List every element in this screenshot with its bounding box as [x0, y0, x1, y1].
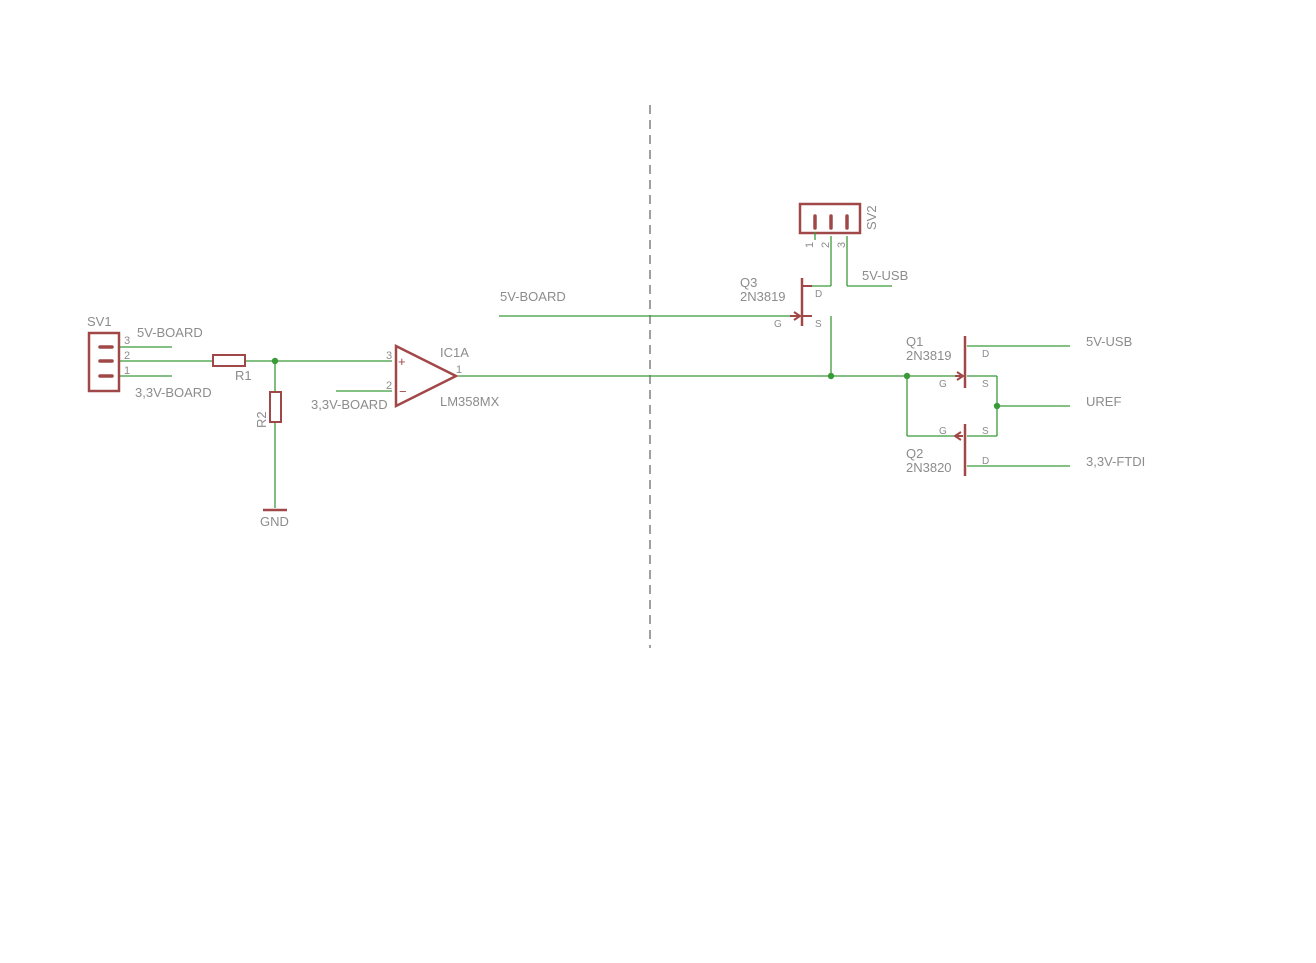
sv1-net-bottom: 3,3V-BOARD	[135, 385, 212, 400]
q1-net-d: 5V-USB	[1086, 334, 1132, 349]
q2-value: 2N3820	[906, 460, 952, 475]
sv2-net: 5V-USB	[862, 268, 908, 283]
jfet-q1	[955, 336, 967, 388]
junction-uref	[993, 402, 1001, 410]
jfet-q2	[953, 424, 967, 476]
q3-pin-g: G	[774, 319, 782, 330]
uref-label: UREF	[1086, 394, 1121, 409]
resistor-r2	[269, 391, 282, 423]
sv2-pin-2: 2	[820, 242, 832, 248]
q3-value: 2N3819	[740, 289, 786, 304]
ic1a-plus-sign: +	[398, 354, 406, 369]
sv1-pin-2: 2	[124, 350, 130, 362]
resistor-r1	[212, 354, 246, 367]
junctions	[271, 357, 1001, 410]
ic1a-value: LM358MX	[440, 394, 500, 409]
ic1a-pin-out: 1	[456, 364, 462, 376]
q2-pin-s: S	[982, 426, 989, 437]
q3-name: Q3	[740, 275, 757, 290]
junction-q3-source	[827, 372, 835, 380]
ic1a-minus-sign: −	[399, 384, 407, 399]
q2-name: Q2	[906, 446, 923, 461]
connector-sv1	[87, 331, 121, 393]
q2-pin-d: D	[982, 456, 989, 467]
q1-pin-s: S	[982, 379, 989, 390]
ic1a-pin-plus: 3	[386, 350, 392, 362]
r2-name: R2	[254, 411, 269, 428]
junction-r1-r2	[271, 357, 279, 365]
q3-pin-s: S	[815, 319, 822, 330]
connector-sv2	[798, 202, 862, 235]
gnd-label: GND	[260, 514, 289, 529]
q1-name: Q1	[906, 334, 923, 349]
sv2-pin-1: 1	[804, 242, 816, 248]
ic1a-pin-minus: 2	[386, 380, 392, 392]
q3-pin-d: D	[815, 289, 822, 300]
q1-pin-g: G	[939, 379, 947, 390]
sv1-pin-1: 1	[124, 365, 130, 377]
sv1-name: SV1	[87, 314, 112, 329]
r1-name: R1	[235, 368, 252, 383]
opamp-ic1a	[394, 343, 459, 409]
sv1-net-top: 5V-BOARD	[137, 325, 203, 340]
ic1a-minus-net: 3,3V-BOARD	[311, 397, 388, 412]
q2-net-d: 3,3V-FTDI	[1086, 454, 1145, 469]
net-5v-board-label: 5V-BOARD	[500, 289, 566, 304]
jfet-q3	[790, 278, 812, 326]
ic1a-name: IC1A	[440, 345, 469, 360]
q1-pin-d: D	[982, 349, 989, 360]
sv2-pin-3: 3	[836, 242, 848, 248]
sv2-name: SV2	[864, 205, 879, 230]
sv1-pin-3: 3	[124, 335, 130, 347]
q1-value: 2N3819	[906, 348, 952, 363]
junction-q1q2-gate	[903, 372, 911, 380]
q2-pin-g: G	[939, 426, 947, 437]
